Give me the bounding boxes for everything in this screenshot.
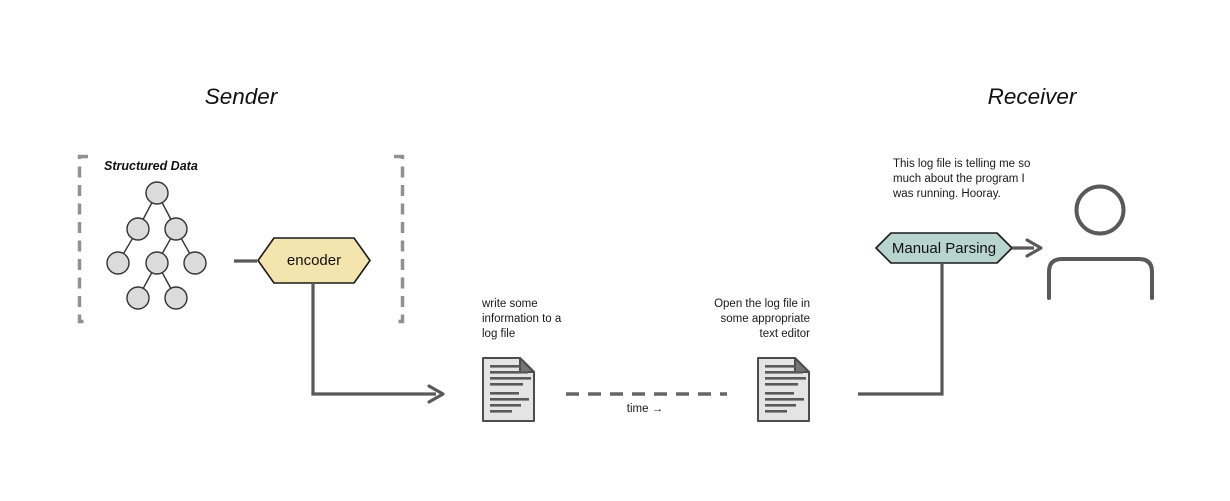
- receiver-title: Receiver: [987, 84, 1077, 109]
- document-text-bars: [765, 365, 806, 413]
- manual-parsing-label: Manual Parsing: [891, 239, 997, 257]
- open-log-note: Open the log file in some appropriate te…: [714, 298, 810, 340]
- arrowhead-right: [1025, 238, 1043, 258]
- bracket-right: [394, 154, 405, 324]
- document-icon: [757, 357, 810, 422]
- bracket-left: [77, 154, 88, 324]
- encoder-hexagon: [257, 237, 371, 284]
- document-text-bars: [490, 365, 531, 413]
- structured-data-label: Structured Data: [104, 159, 198, 173]
- arrowhead-right: [427, 384, 445, 404]
- tree-diagram-icon: [106, 181, 207, 310]
- receiver-thought: This log file is telling me so much abou…: [893, 158, 1031, 200]
- encoder-label: encoder: [286, 252, 342, 269]
- write-log-note: write some information to a log file: [482, 298, 562, 340]
- person-icon: [1047, 184, 1154, 300]
- logfile-to-parsing-connector: [858, 264, 944, 396]
- encoder-to-logfile-connector: [311, 283, 436, 396]
- time-label: time →: [626, 403, 664, 415]
- document-icon: [482, 357, 535, 422]
- sender-title: Sender: [204, 84, 278, 109]
